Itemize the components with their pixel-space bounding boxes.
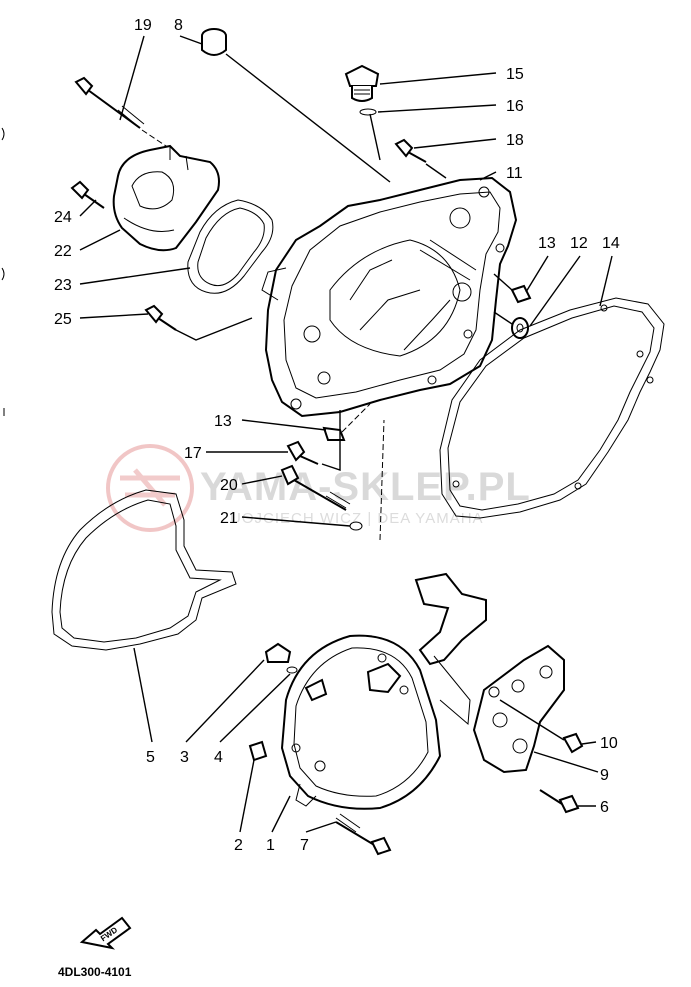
part-8-cap bbox=[201, 28, 227, 56]
label-21: 21 bbox=[220, 510, 238, 527]
leader-18 bbox=[425, 163, 447, 179]
edge-marks bbox=[1, 127, 5, 416]
watermark: YAMA-SKLEP.PL UOJCIECH WICZ | DEA YAMAHA bbox=[106, 444, 531, 532]
label-8: 8 bbox=[174, 17, 183, 34]
label-16: 16 bbox=[506, 98, 524, 115]
part-13-dowel-lower bbox=[322, 426, 346, 441]
label-13-lower: 13 bbox=[214, 413, 232, 430]
part-2-dowel bbox=[248, 740, 268, 762]
label-5: 5 bbox=[146, 749, 155, 766]
label-22: 22 bbox=[54, 243, 72, 260]
part-guide-bracket bbox=[414, 572, 487, 726]
label-12: 12 bbox=[570, 235, 588, 252]
label-25: 25 bbox=[54, 311, 72, 328]
part-7-bolt bbox=[335, 813, 392, 856]
part-number-labels: 19 8 15 16 18 11 13 12 14 24 22 23 25 13… bbox=[54, 17, 620, 854]
clutch-cover-assembly bbox=[51, 489, 584, 856]
label-3: 3 bbox=[180, 749, 189, 766]
part-4-oring bbox=[286, 666, 298, 674]
part-13-dowel-upper bbox=[510, 284, 532, 304]
part-20-bolt bbox=[280, 464, 351, 511]
watermark-logo bbox=[106, 444, 194, 532]
label-18: 18 bbox=[506, 132, 524, 149]
leader-25 bbox=[175, 317, 253, 341]
watermark-main-text: YAMA-SKLEP.PL bbox=[200, 465, 531, 509]
part-11-crankcase-cover bbox=[261, 176, 518, 418]
label-13-upper: 13 bbox=[538, 235, 556, 252]
label-1: 1 bbox=[266, 837, 275, 854]
leader-10 bbox=[499, 699, 565, 741]
label-2: 2 bbox=[234, 837, 243, 854]
leader-13-upper-dash bbox=[493, 273, 513, 291]
label-6: 6 bbox=[600, 799, 609, 816]
part-9-plate bbox=[472, 644, 565, 774]
leader-21-dash bbox=[379, 419, 385, 541]
part-23-gasket bbox=[187, 199, 274, 294]
leader-12-dash bbox=[493, 311, 513, 325]
part-1-clutch-cover bbox=[280, 634, 442, 810]
label-19: 19 bbox=[134, 17, 152, 34]
part-5-gasket bbox=[51, 489, 237, 651]
leader-15-16 bbox=[369, 113, 381, 161]
watermark-sub-text: UOJCIECH WICZ | DEA YAMAHA bbox=[230, 510, 484, 527]
part-24-bolt bbox=[70, 180, 105, 209]
callout-lines bbox=[79, 35, 613, 833]
label-23: 23 bbox=[54, 277, 72, 294]
label-17: 17 bbox=[184, 445, 202, 462]
leader-17-13 bbox=[321, 410, 341, 471]
part-19-bolt bbox=[74, 76, 145, 129]
part-3-plug bbox=[264, 642, 292, 663]
part-25-bolt bbox=[144, 304, 177, 331]
part-10-bolt bbox=[562, 732, 584, 754]
label-10: 10 bbox=[600, 735, 618, 752]
leader-8 bbox=[225, 53, 391, 183]
crankcase-cover-assembly bbox=[70, 28, 665, 541]
label-20: 20 bbox=[220, 477, 238, 494]
fwd-arrow: FWD bbox=[79, 916, 132, 950]
label-11: 11 bbox=[506, 165, 523, 182]
label-14: 14 bbox=[602, 235, 620, 252]
part-6-bolt bbox=[539, 789, 580, 814]
part-16-oring bbox=[359, 108, 377, 116]
label-24: 24 bbox=[54, 209, 72, 226]
part-15-plug bbox=[344, 64, 380, 102]
part-14-gasket bbox=[439, 297, 665, 519]
label-7: 7 bbox=[300, 837, 309, 854]
label-4: 4 bbox=[214, 749, 223, 766]
part-18-bolt bbox=[394, 138, 427, 163]
leader-13-lower-dash bbox=[341, 403, 371, 433]
part-22-cover bbox=[112, 144, 220, 252]
label-9: 9 bbox=[600, 767, 609, 784]
drawing-code: 4DL300-4101 bbox=[58, 965, 132, 979]
part-17-bolt bbox=[286, 440, 319, 465]
watermark-logo-mark bbox=[120, 468, 180, 507]
label-15: 15 bbox=[506, 66, 524, 83]
